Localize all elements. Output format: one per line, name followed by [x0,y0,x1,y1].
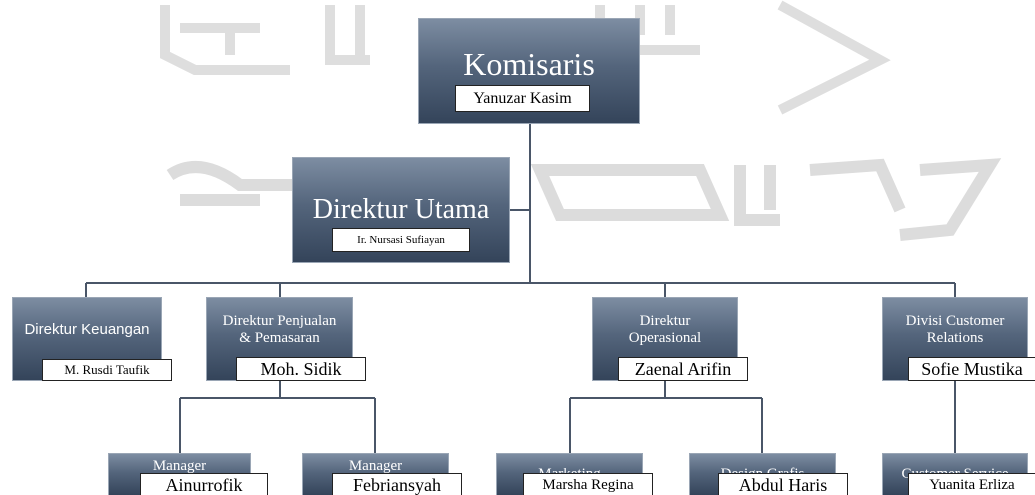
direktur-utama-title: Direktur Utama [312,194,490,225]
direktur-operasional-title-line2: Operasional [628,329,702,346]
customer-service-name: Yuanita Erliza [908,473,1035,495]
direktur-operasional-title: Direktur Operasional [593,313,737,347]
divisi-cs-name: Sofie Mustika [908,357,1035,381]
manager-penjualan-name: Ainurrofik [140,473,268,495]
direktur-utama-name: Ir. Nursasi Sufiayan [332,228,470,252]
komisaris-title: Komisaris [463,46,595,82]
manager-penjualan-title-line1: Manager [152,458,207,474]
komisaris-name: Yanuzar Kasim [455,85,590,112]
direktur-penjualan-title-line1: Direktur Penjualan [222,313,337,329]
divisi-cs-title-line2: Relations [926,329,984,346]
direktur-penjualan-title-line2: & Pemasaran [239,329,320,346]
manager-pemasaran-title-line1: Manager [348,458,403,474]
divisi-cs-title: Divisi Customer Relations [883,313,1027,347]
direktur-penjualan-title: Direktur Penjualan & Pemasaran [207,313,352,347]
direktur-keuangan-title: Direktur Keuangan [24,321,150,338]
marketing-name: Marsha Regina [523,473,653,495]
design-grafis-name: Abdul Haris [718,473,848,495]
direktur-operasional-name: Zaenal Arifin [618,357,748,381]
direktur-keuangan-name: M. Rusdi Taufik [42,359,172,381]
direktur-penjualan-name: Moh. Sidik [236,357,366,381]
manager-pemasaran-name: Febriansyah [332,473,462,495]
direktur-operasional-title-line1: Direktur [639,313,691,329]
divisi-cs-title-line1: Divisi Customer [905,313,1005,329]
